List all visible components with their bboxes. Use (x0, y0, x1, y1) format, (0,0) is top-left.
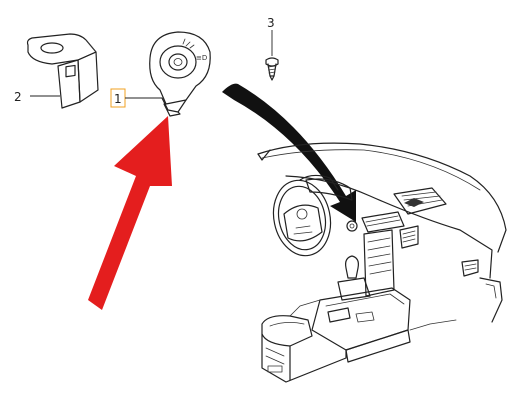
callout-2-number: 2 (14, 90, 22, 104)
callout-3-number: 3 (267, 16, 275, 30)
svg-text:≡D: ≡D (196, 54, 207, 62)
highlight-arrow (88, 116, 172, 310)
headlight-switch-part: ≡D (149, 31, 211, 117)
location-arrow (222, 83, 356, 223)
screw-part (265, 57, 279, 81)
car-dashboard-interior (257, 142, 507, 383)
callout-1-number: 1 (114, 92, 122, 106)
mounting-bracket-part (26, 33, 99, 109)
